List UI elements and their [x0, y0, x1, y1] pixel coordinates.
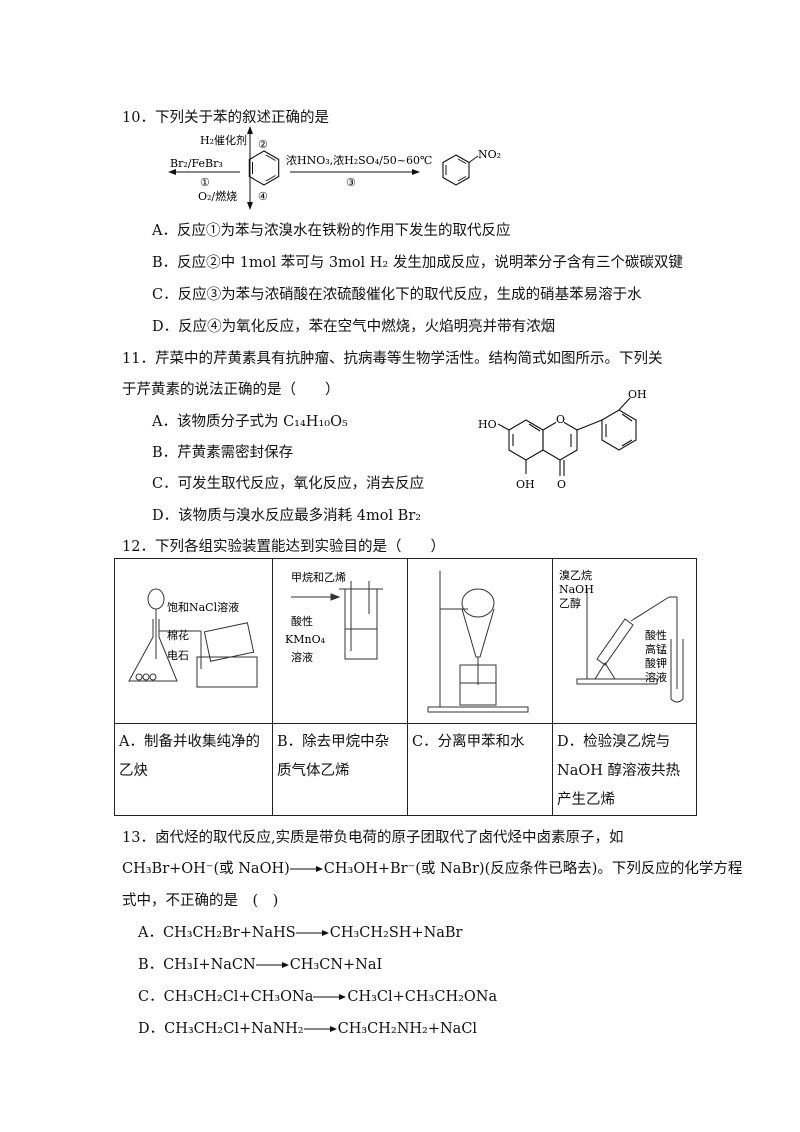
q13-line2-left: CH₃Br+OH⁻(或 NaOH): [122, 861, 290, 877]
reaction3-reagent: 浓HNO₃,浓H₂SO₄/50~60℃: [286, 154, 432, 167]
q13-option-a[interactable]: A．CH₃CH₂Br+NaHS CH₃CH₂SH+NaBr: [138, 921, 463, 942]
q13-option-a-right: CH₃CH₂SH+NaBr: [329, 925, 463, 941]
oh-bottom-label: OH: [516, 478, 535, 491]
reaction4-reagent: O₂/燃烧: [198, 189, 237, 203]
reaction3-number: ③: [346, 176, 356, 189]
apparatus-b-label-mid2: KMnO₄: [285, 633, 326, 646]
apparatus-c-caption[interactable]: C．分离甲苯和水: [407, 723, 553, 816]
reaction-arrow-icon: [295, 930, 329, 936]
apparatus-d-label-r3: 酸钾: [645, 656, 667, 670]
apparatus-a-image: 饱和NaCl溶液 棉花 电石: [114, 558, 273, 724]
apparatus-b-label-mid3: 溶液: [291, 650, 313, 664]
q13-option-c[interactable]: C．CH₃CH₂Cl+CH₃ONa CH₃Cl+CH₃CH₂ONa: [138, 985, 497, 1006]
apparatus-a-label-mid: 棉花: [167, 628, 189, 642]
reaction2-number: ②: [258, 138, 268, 151]
q13-option-b-left: B．CH₃I+NaCN: [138, 957, 256, 973]
reaction-arrow-icon: [303, 1026, 337, 1032]
q10-option-d[interactable]: D．反应④为氧化反应，苯在空气中燃烧，火焰明亮并带有浓烟: [152, 319, 556, 335]
q13-line1: 13．卤代烃的取代反应,实质是带负电荷的原子团取代了卤代烃中卤素原子，如: [122, 830, 624, 846]
apparatus-d-label-r2: 高锰: [645, 642, 667, 656]
o-bottom-label: O: [557, 478, 566, 491]
apparatus-d-image: 溴乙烷 NaOH 乙醇 酸性 高锰 酸钾 溶液: [552, 558, 697, 724]
reaction1-number: ①: [200, 176, 210, 189]
apparatus-d-label-r4: 溶液: [645, 670, 667, 684]
apparatus-a-caption[interactable]: A．制备并收集纯净的乙炔: [114, 723, 273, 816]
apparatus-d-label-l2: NaOH: [559, 583, 594, 596]
q13-option-d-right: CH₃CH₂NH₂+NaCl: [337, 1021, 478, 1037]
q13-option-c-left: C．CH₃CH₂Cl+CH₃ONa: [138, 989, 314, 1005]
q13-option-b-right: CH₃CN+NaI: [289, 957, 383, 973]
q13-line2-right: CH₃OH+Br⁻(或 NaBr)(反应条件已略去)。下列反应的化学方程: [323, 861, 743, 877]
q11-option-a[interactable]: A．该物质分子式为 C₁₄H₁₀O₅: [152, 414, 348, 430]
apigenin-structure: O OH HO OH O: [478, 388, 647, 491]
q10-stem: 10．下列关于苯的叙述正确的是: [122, 110, 329, 126]
apparatus-b-image: 甲烷和乙烯 酸性 KMnO₄ 溶液: [272, 558, 408, 724]
q12-stem: 12．下列各组实验装置能达到实验目的是（ ）: [122, 539, 445, 555]
q13-option-a-left: A．CH₃CH₂Br+NaHS: [138, 925, 296, 941]
nitrobenzene: NO₂: [442, 148, 501, 186]
q11-option-b[interactable]: B．芹黄素需密封保存: [152, 445, 294, 461]
reaction2-reagent: H₂催化剂: [200, 133, 247, 147]
benzene-ring: [248, 150, 280, 186]
nitro-group-label: NO₂: [478, 148, 501, 161]
q10-option-a[interactable]: A．反应①为苯与浓溴水在铁粉的作用下发生的取代反应: [152, 223, 511, 239]
q13-option-d[interactable]: D．CH₃CH₂Cl+NaNH₂ CH₃CH₂NH₂+NaCl: [138, 1017, 477, 1038]
benzene-reaction-scheme: Br₂/FeBr₃ ① H₂催化剂 ② O₂/燃烧 ④ 浓HNO₃,浓H₂SO₄…: [168, 126, 501, 210]
q13-option-c-right: CH₃Cl+CH₃CH₂ONa: [347, 989, 498, 1005]
apparatus-a-label-top: 饱和NaCl溶液: [167, 600, 239, 614]
apparatus-b-label-top: 甲烷和乙烯: [291, 570, 346, 584]
apparatus-b-caption[interactable]: B．除去甲烷中杂质气体乙烯: [272, 723, 408, 816]
ho-left-label: HO: [478, 418, 497, 431]
apparatus-a-label-bottom: 电石: [167, 649, 189, 662]
q11-stem-line1: 11．芹菜中的芹黄素具有抗肿瘤、抗病毒等生物学活性。结构简式如图所示。下列关: [122, 351, 663, 367]
q10-option-b[interactable]: B．反应②中 1mol 苯可与 3mol H₂ 发生加成反应，说明苯分子含有三个…: [152, 255, 683, 271]
q11-option-d[interactable]: D．该物质与溴水反应最多消耗 4mol Br₂: [152, 508, 422, 524]
apparatus-d-label-l3: 乙醇: [559, 596, 581, 610]
oh-right-label: OH: [628, 388, 647, 401]
reaction-arrow-icon: [255, 962, 289, 968]
reaction-arrow-icon: [289, 866, 323, 872]
q13-line3: 式中，不正确的是 ( ): [122, 893, 279, 909]
q13-option-d-left: D．CH₃CH₂Cl+NaNH₂: [138, 1021, 304, 1037]
reaction1-reagent: Br₂/FeBr₃: [170, 157, 223, 170]
svg-text:O: O: [556, 413, 565, 426]
apparatus-d-caption[interactable]: D．检验溴乙烷与NaOH 醇溶液共热产生乙烯: [552, 723, 697, 816]
reaction-arrow-icon: [313, 994, 347, 1000]
q13-line2: CH₃Br+OH⁻(或 NaOH) CH₃OH+Br⁻(或 NaBr)(反应条件已…: [122, 857, 742, 878]
apparatus-c-image: [407, 558, 553, 724]
apparatus-b-label-mid1: 酸性: [291, 614, 313, 628]
q13-option-b[interactable]: B．CH₃I+NaCN CH₃CN+NaI: [138, 953, 382, 974]
q10-option-c[interactable]: C．反应③为苯与浓硝酸在浓硫酸催化下的取代反应，生成的硝基苯易溶于水: [152, 287, 642, 303]
q11-option-c[interactable]: C．可发生取代反应，氧化反应，消去反应: [152, 476, 425, 492]
apparatus-d-label-l1: 溴乙烷: [559, 568, 592, 582]
apparatus-d-label-r1: 酸性: [645, 628, 667, 642]
apparatus-table: 饱和NaCl溶液 棉花 电石 甲烷和乙烯 酸性 KMnO₄ 溶液: [114, 558, 697, 816]
q11-stem-line2: 于芹黄素的说法正确的是（ ）: [122, 382, 340, 398]
reaction4-number: ④: [258, 190, 268, 203]
